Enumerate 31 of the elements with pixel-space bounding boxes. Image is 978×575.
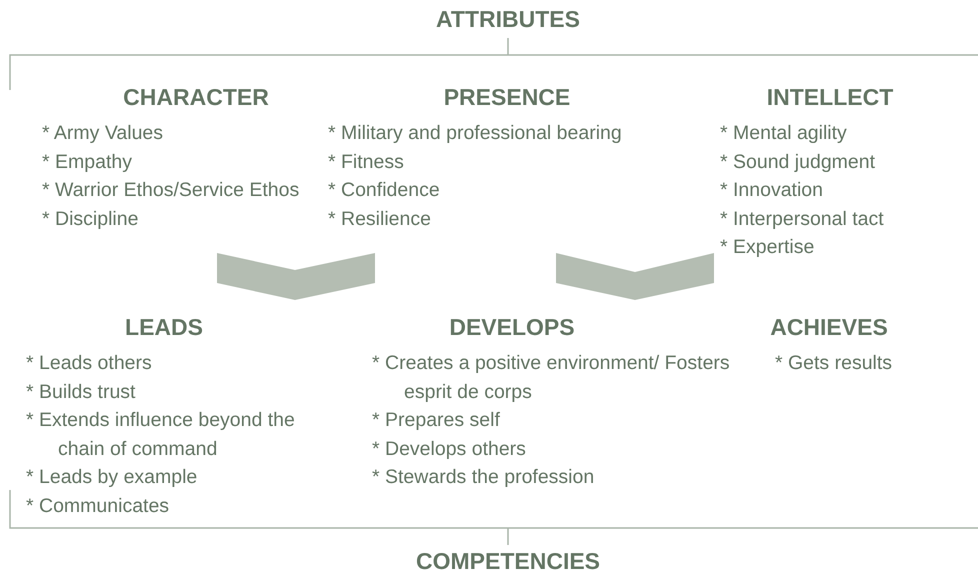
list-item: * Innovation [720,178,824,203]
list-item: * Empathy [42,150,133,174]
list-item: * Creates a positive environment/ Fosters esprit de corps [372,351,731,404]
list-item: * Leads others [26,351,153,376]
heading: ACHIEVES [770,314,888,340]
list-item: * Interpersonal tact [720,206,885,232]
list-item: * Confidence [328,178,441,203]
section-title: ATTRIBUTES [436,6,580,33]
list-item: * Warrior Ethos/Service Ethos [42,178,300,203]
list-item: * Stewards the profession [372,465,596,490]
list-item: * Expertise [720,235,816,260]
list-item: * Prepares self [372,408,501,433]
list-item: * Builds trust [26,380,136,404]
list-item: * Discipline [42,206,140,232]
list-item: * Fitness [328,150,405,174]
list-item: * Develops others [372,436,527,462]
heading: DEVELOPS [449,314,575,340]
list-item: * Army Values [42,121,164,146]
list-item: * Sound judgment [720,150,876,174]
list-item: * Mental agility [720,121,848,146]
heading: INTELLECT [766,84,894,110]
list-item: * Extends influence beyond the chain of command [26,408,296,462]
heading: CHARACTER [123,84,269,110]
list-item: * Military and professional bearing [328,121,623,146]
heading: LEADS [125,314,203,340]
section-title: COMPETENCIES [416,548,600,575]
list-item: * Leads by example [26,465,198,490]
list-item: * Resilience [328,206,432,232]
list-item: * Gets results [775,351,894,376]
heading: PRESENCE [444,84,570,110]
list-item: * Communicates [26,494,170,518]
